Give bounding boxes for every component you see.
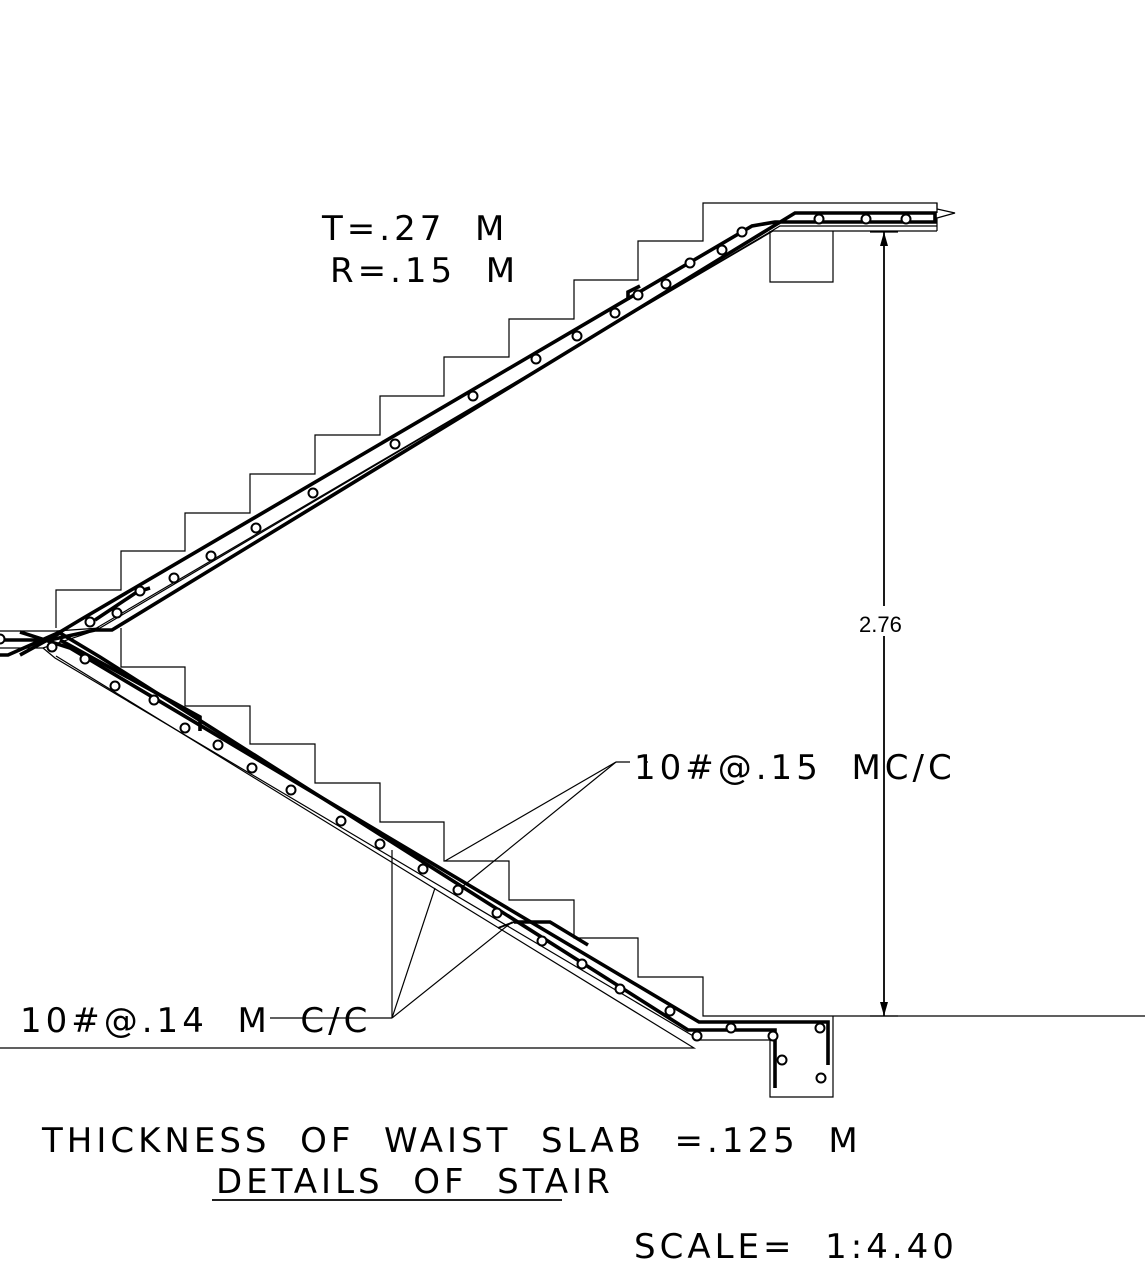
riser-note: R=.15 M [330,251,519,291]
lower-flight-steps [120,628,1145,1017]
tread-note: T=.27 M [321,209,508,249]
upper-flight-steps [55,202,938,628]
lower-distribution-bars [46,641,827,1084]
scale-note: SCALE= 1:4.40 [634,1227,958,1267]
height-dimension: 2.76 [856,231,914,1017]
waist-slab-note: THICKNESS OF WAIST SLAB =.125 M [41,1121,862,1161]
lower-top-bar [59,638,202,731]
upper-distribution-bars [0,213,912,645]
height-dimension-text: 2.76 [859,612,902,637]
upper-reinforcement-callout: 10#@.15 MC/C [634,748,956,788]
lower-callout-leaders [270,850,513,1019]
upper-landing-beam [769,231,834,283]
lower-flight [0,628,1145,1098]
lower-reinforcement-callout: 10#@.14 M C/C [20,1001,371,1041]
drawing-title: DETAILS OF STAIR [216,1162,614,1202]
break-line [936,203,956,231]
upper-callout-leaders [444,761,648,888]
